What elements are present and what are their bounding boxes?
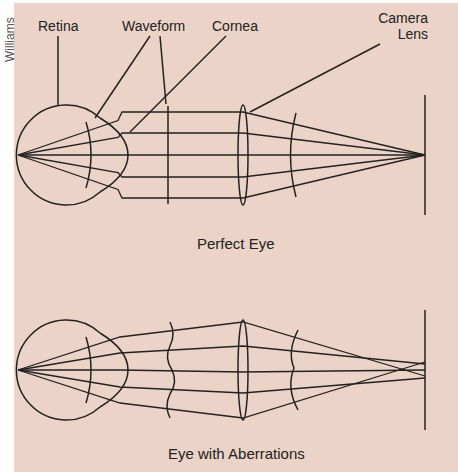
camera-lens — [238, 320, 248, 420]
leader-line — [250, 44, 380, 112]
part-label: Camera Lens — [370, 10, 428, 42]
leader-line — [95, 36, 150, 118]
leader-line — [130, 36, 226, 132]
diagram-caption: Perfect Eye — [197, 236, 275, 252]
leader-line — [57, 36, 59, 106]
light-ray — [18, 133, 425, 155]
leader-line — [160, 36, 166, 104]
light-ray — [18, 322, 425, 376]
light-ray — [18, 370, 425, 372]
light-ray — [18, 346, 425, 370]
light-ray — [18, 155, 425, 198]
light-ray — [18, 112, 425, 155]
light-ray — [18, 362, 425, 418]
part-label: Waveform — [122, 18, 185, 34]
part-label: Retina — [38, 18, 78, 34]
light-ray — [18, 155, 425, 177]
wavefront-distorted — [167, 322, 175, 418]
part-label: Cornea — [212, 18, 258, 34]
diagram-caption: Eye with Aberrations — [168, 446, 305, 462]
wavefront-distorted — [291, 330, 298, 410]
credit-label: Williams — [2, 17, 18, 62]
light-ray — [18, 154, 425, 155]
